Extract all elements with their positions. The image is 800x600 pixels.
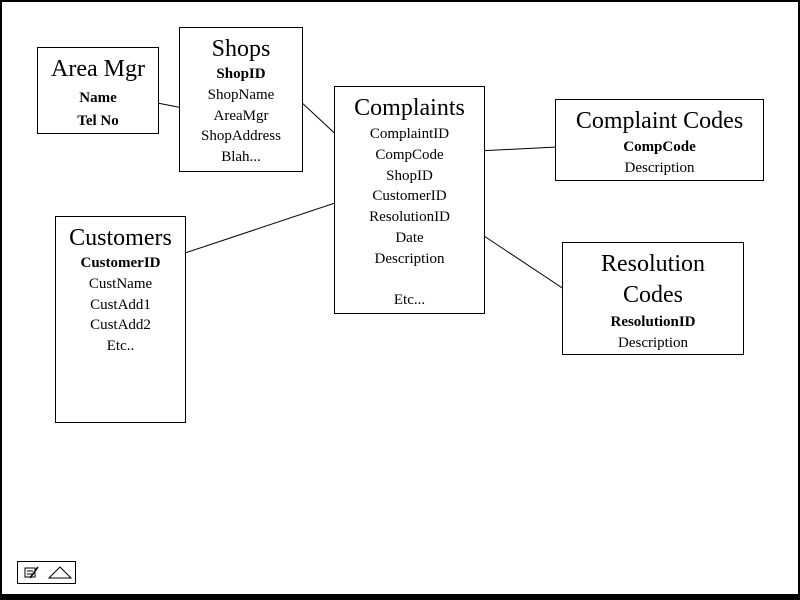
primary-key-field: CompCode — [623, 139, 696, 155]
entity-field: Etc.. — [106, 338, 135, 355]
entity-area-mgr: Area Mgr Name Tel No — [37, 47, 159, 134]
triangle-menu-icon[interactable] — [46, 564, 74, 581]
entity-title-line2: Codes — [623, 282, 683, 308]
entity-shops: Shops ShopID ShopName AreaMgr ShopAddres… — [179, 27, 303, 172]
primary-key-field: ComplaintID — [369, 126, 450, 142]
entity-field: CustomerID — [372, 188, 447, 205]
primary-key-field: CustomerID — [80, 255, 161, 271]
entity-title: Customers — [69, 225, 172, 251]
entity-field: ShopID — [386, 167, 433, 184]
entity-customers: Customers CustomerID CustName CustAdd1 C… — [55, 216, 186, 423]
pen-icon[interactable] — [21, 564, 45, 581]
entity-resolution-codes: Resolution Codes ResolutionID Descriptio… — [562, 242, 744, 355]
entity-field: Tel No — [77, 112, 119, 129]
entity-field: ShopName — [207, 86, 275, 103]
entity-field: CustName — [88, 275, 153, 292]
entity-field: ResolutionID — [369, 209, 450, 226]
entity-field: CompCode — [375, 146, 444, 163]
entity-title: Resolution — [600, 251, 705, 277]
entity-title: Complaint Codes — [575, 108, 744, 134]
entity-field: ShopAddress — [200, 128, 281, 145]
entity-field: Description — [374, 250, 445, 267]
entity-complaints: Complaints ComplaintID CompCode ShopID C… — [334, 86, 485, 314]
entity-field: Description — [618, 334, 688, 351]
primary-key-field: ResolutionID — [610, 314, 696, 330]
entity-title: Shops — [211, 36, 271, 62]
entity-field: AreaMgr — [213, 107, 269, 124]
entity-field: Date — [395, 229, 424, 246]
entity-field: CustAdd2 — [90, 317, 151, 334]
relation-line-customerid — [166, 194, 360, 260]
entity-field: Etc... — [393, 292, 426, 309]
primary-key-field: ShopID — [216, 66, 266, 82]
primary-key-field: Name — [79, 90, 117, 106]
entity-field: Blah... — [221, 149, 261, 166]
entity-title: Area Mgr — [51, 56, 145, 82]
entity-field-spacer — [335, 270, 484, 291]
entity-field: CustAdd1 — [90, 296, 151, 313]
entity-title: Complaints — [354, 95, 465, 121]
entity-complaint-codes: Complaint Codes CompCode Description — [555, 99, 764, 181]
slide-nav-control[interactable] — [17, 561, 76, 584]
entity-field: Description — [624, 159, 695, 176]
